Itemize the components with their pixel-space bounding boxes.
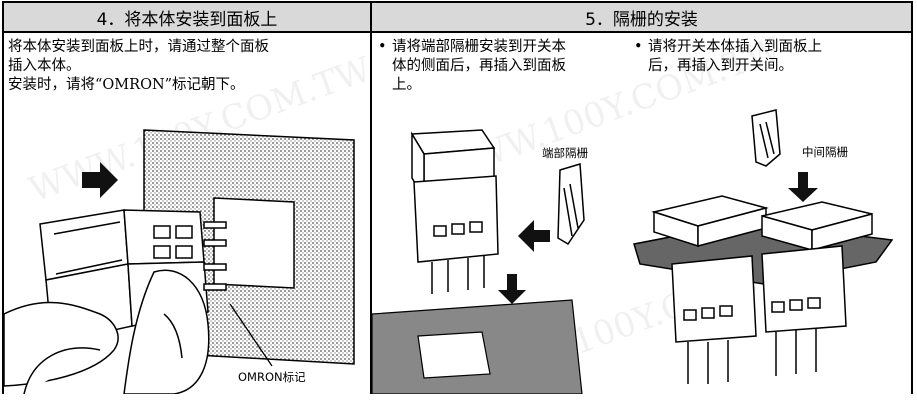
section-5-bullet-2: • 请将开关本体插入到面板上 后，再插入到开关间。 [634, 38, 909, 83]
header-rule [2, 31, 913, 33]
omron-mark-callout: OMRON标记 [238, 370, 306, 384]
down-arrow-icon [498, 274, 526, 304]
bullet-dot-icon: • [378, 39, 387, 55]
hand-illustration [4, 269, 210, 394]
end-barrier-piece [557, 163, 585, 246]
bullet-line: 后，再插入到开关间。 [648, 58, 793, 74]
bullet-line: 上。 [392, 77, 421, 93]
panel-mounting-illustration [4, 129, 355, 394]
bullet-line: 体的侧面后，再插入到面板 [392, 58, 566, 74]
down-arrow-icon [788, 172, 818, 202]
middle-barrier-piece [751, 109, 781, 167]
lower-panel-cutout [417, 331, 491, 379]
bullet-dot-icon: • [634, 39, 643, 55]
column-divider [370, 1, 372, 394]
switch-bodies [671, 245, 847, 384]
left-switch [410, 129, 499, 294]
section-5-bullet-1: • 请将端部隔栅安装到开关本 体的侧面后，再插入到面板 上。 [378, 38, 638, 98]
switch-caps [651, 195, 873, 251]
left-arrow-icon [518, 220, 550, 252]
barrier-installation-illustration [372, 109, 894, 394]
paragraph-line: 安装时，请将“OMRON”标记朝下。 [8, 77, 245, 93]
paragraph-line: 将本体安装到面板上时，请通过整个面板 [8, 39, 269, 55]
bullet-line: 请将端部隔栅安装到开关本 [392, 39, 566, 55]
bullet-line: 请将开关本体插入到面板上 [648, 39, 822, 55]
table-frame [2, 1, 913, 394]
insert-arrow-icon [82, 162, 118, 198]
middle-barrier-label: 中间隔栅 [802, 145, 848, 159]
end-barrier-label: 端部隔栅 [542, 146, 588, 160]
section-4-paragraph: 将本体安装到面板上时，请通过整个面板 插入本体。 安装时，请将“OMRON”标记… [8, 38, 269, 95]
panel-cutout [213, 197, 295, 289]
section-5-header: 5．隔栅的安装 [372, 3, 911, 31]
paragraph-line: 插入本体。 [8, 58, 81, 74]
callout-leader [229, 303, 273, 367]
section-4-header: 4．将本体安装到面板上 [4, 3, 370, 31]
